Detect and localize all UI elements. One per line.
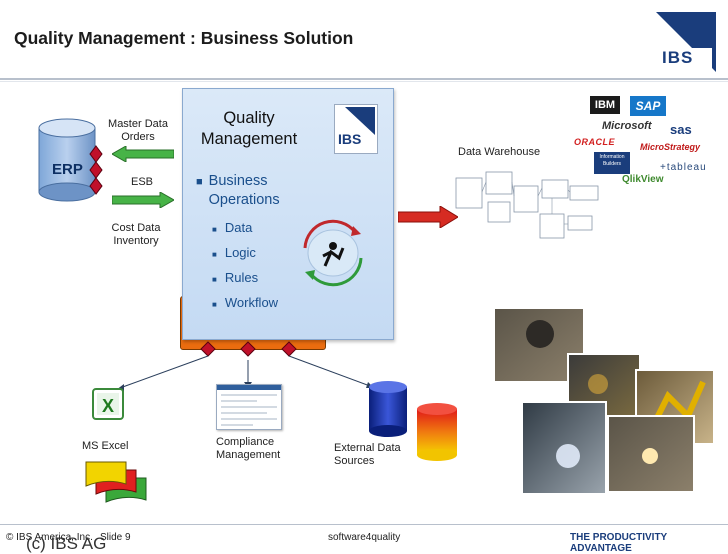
footer-tagline: THE PRODUCTIVITY ADVANTAGE: [570, 532, 728, 554]
header-divider: [0, 78, 728, 80]
sas-logo: sas: [670, 122, 692, 137]
sub-bullet-rules: ■ Rules: [212, 270, 258, 285]
manufacturing-photo-collage: [488, 306, 718, 496]
erp-label: ERP: [52, 161, 83, 178]
excel-documents-stack-icon: [82, 458, 162, 508]
footer-watermark: (c) IBS AG: [26, 534, 106, 554]
external-database-orange-icon: [416, 402, 458, 462]
information-builders-logo: Information Builders: [594, 152, 630, 174]
bullet-square-icon: ■: [212, 300, 217, 309]
microsoft-logo: Microsoft: [602, 120, 652, 132]
sub-bullet-logic: ■ Logic: [212, 245, 256, 260]
slide-title: Quality Management : Business Solution: [14, 28, 353, 49]
arrow-to-warehouse-icon: [398, 206, 458, 233]
sub-bullet-label: Logic: [225, 245, 256, 260]
qm-ibs-logo-text: IBS: [338, 131, 361, 147]
ms-excel-label: MS Excel: [82, 440, 128, 453]
erp-connectors: [88, 140, 104, 200]
header-divider-light: [0, 81, 728, 82]
bullet-business-operations: ■ Business Operations: [196, 172, 280, 210]
bullet-square-icon: ■: [212, 225, 217, 234]
arrow-right-icon: [112, 192, 174, 213]
footer-divider: [0, 524, 728, 525]
flow-label-cost-data: Cost Data Inventory: [100, 222, 172, 248]
qm-title: Quality Management: [190, 108, 308, 150]
oracle-logo: ORACLE: [574, 137, 615, 147]
flow-label-master-data: Master Data Orders: [100, 118, 176, 144]
excel-icon: X: [92, 388, 124, 420]
ibs-logo-text: IBS: [662, 48, 693, 68]
flow-label-esb: ESB: [124, 176, 160, 189]
data-warehouse-label: Data Warehouse: [458, 146, 540, 159]
compliance-management-label: Compliance Management: [216, 436, 280, 462]
workflow-cycle-icon: [295, 218, 371, 288]
sap-logo: SAP: [630, 96, 666, 116]
business-operations-text: Business Operations: [209, 172, 280, 210]
ibs-corner-logo: IBS: [656, 12, 716, 72]
ibm-logo: IBM: [590, 96, 620, 114]
svg-text:X: X: [102, 396, 114, 416]
qlikview-logo: QlikView: [622, 174, 664, 185]
microstrategy-logo: MicroStrategy: [640, 142, 700, 152]
bullet-square-icon: ■: [212, 250, 217, 259]
bullet-square-icon: ■: [196, 176, 203, 188]
arrow-left-icon: [112, 146, 174, 167]
tableau-logo: +tableau: [660, 162, 707, 173]
sub-bullet-data: ■ Data: [212, 220, 252, 235]
bullet-square-icon: ■: [212, 275, 217, 284]
sub-bullet-label: Data: [225, 220, 252, 235]
external-data-sources-label: External Data Sources: [334, 442, 401, 468]
qm-ibs-logo: IBS: [334, 104, 378, 154]
footer-center-text: software4quality: [328, 532, 400, 543]
compliance-screenshot-thumbnail: [216, 384, 282, 430]
data-warehouse-schema-diagram: [452, 168, 612, 248]
external-database-blue-icon: [368, 380, 408, 438]
sub-bullet-label: Rules: [225, 270, 258, 285]
sub-bullet-workflow: ■ Workflow: [212, 295, 278, 310]
sub-bullet-label: Workflow: [225, 295, 278, 310]
